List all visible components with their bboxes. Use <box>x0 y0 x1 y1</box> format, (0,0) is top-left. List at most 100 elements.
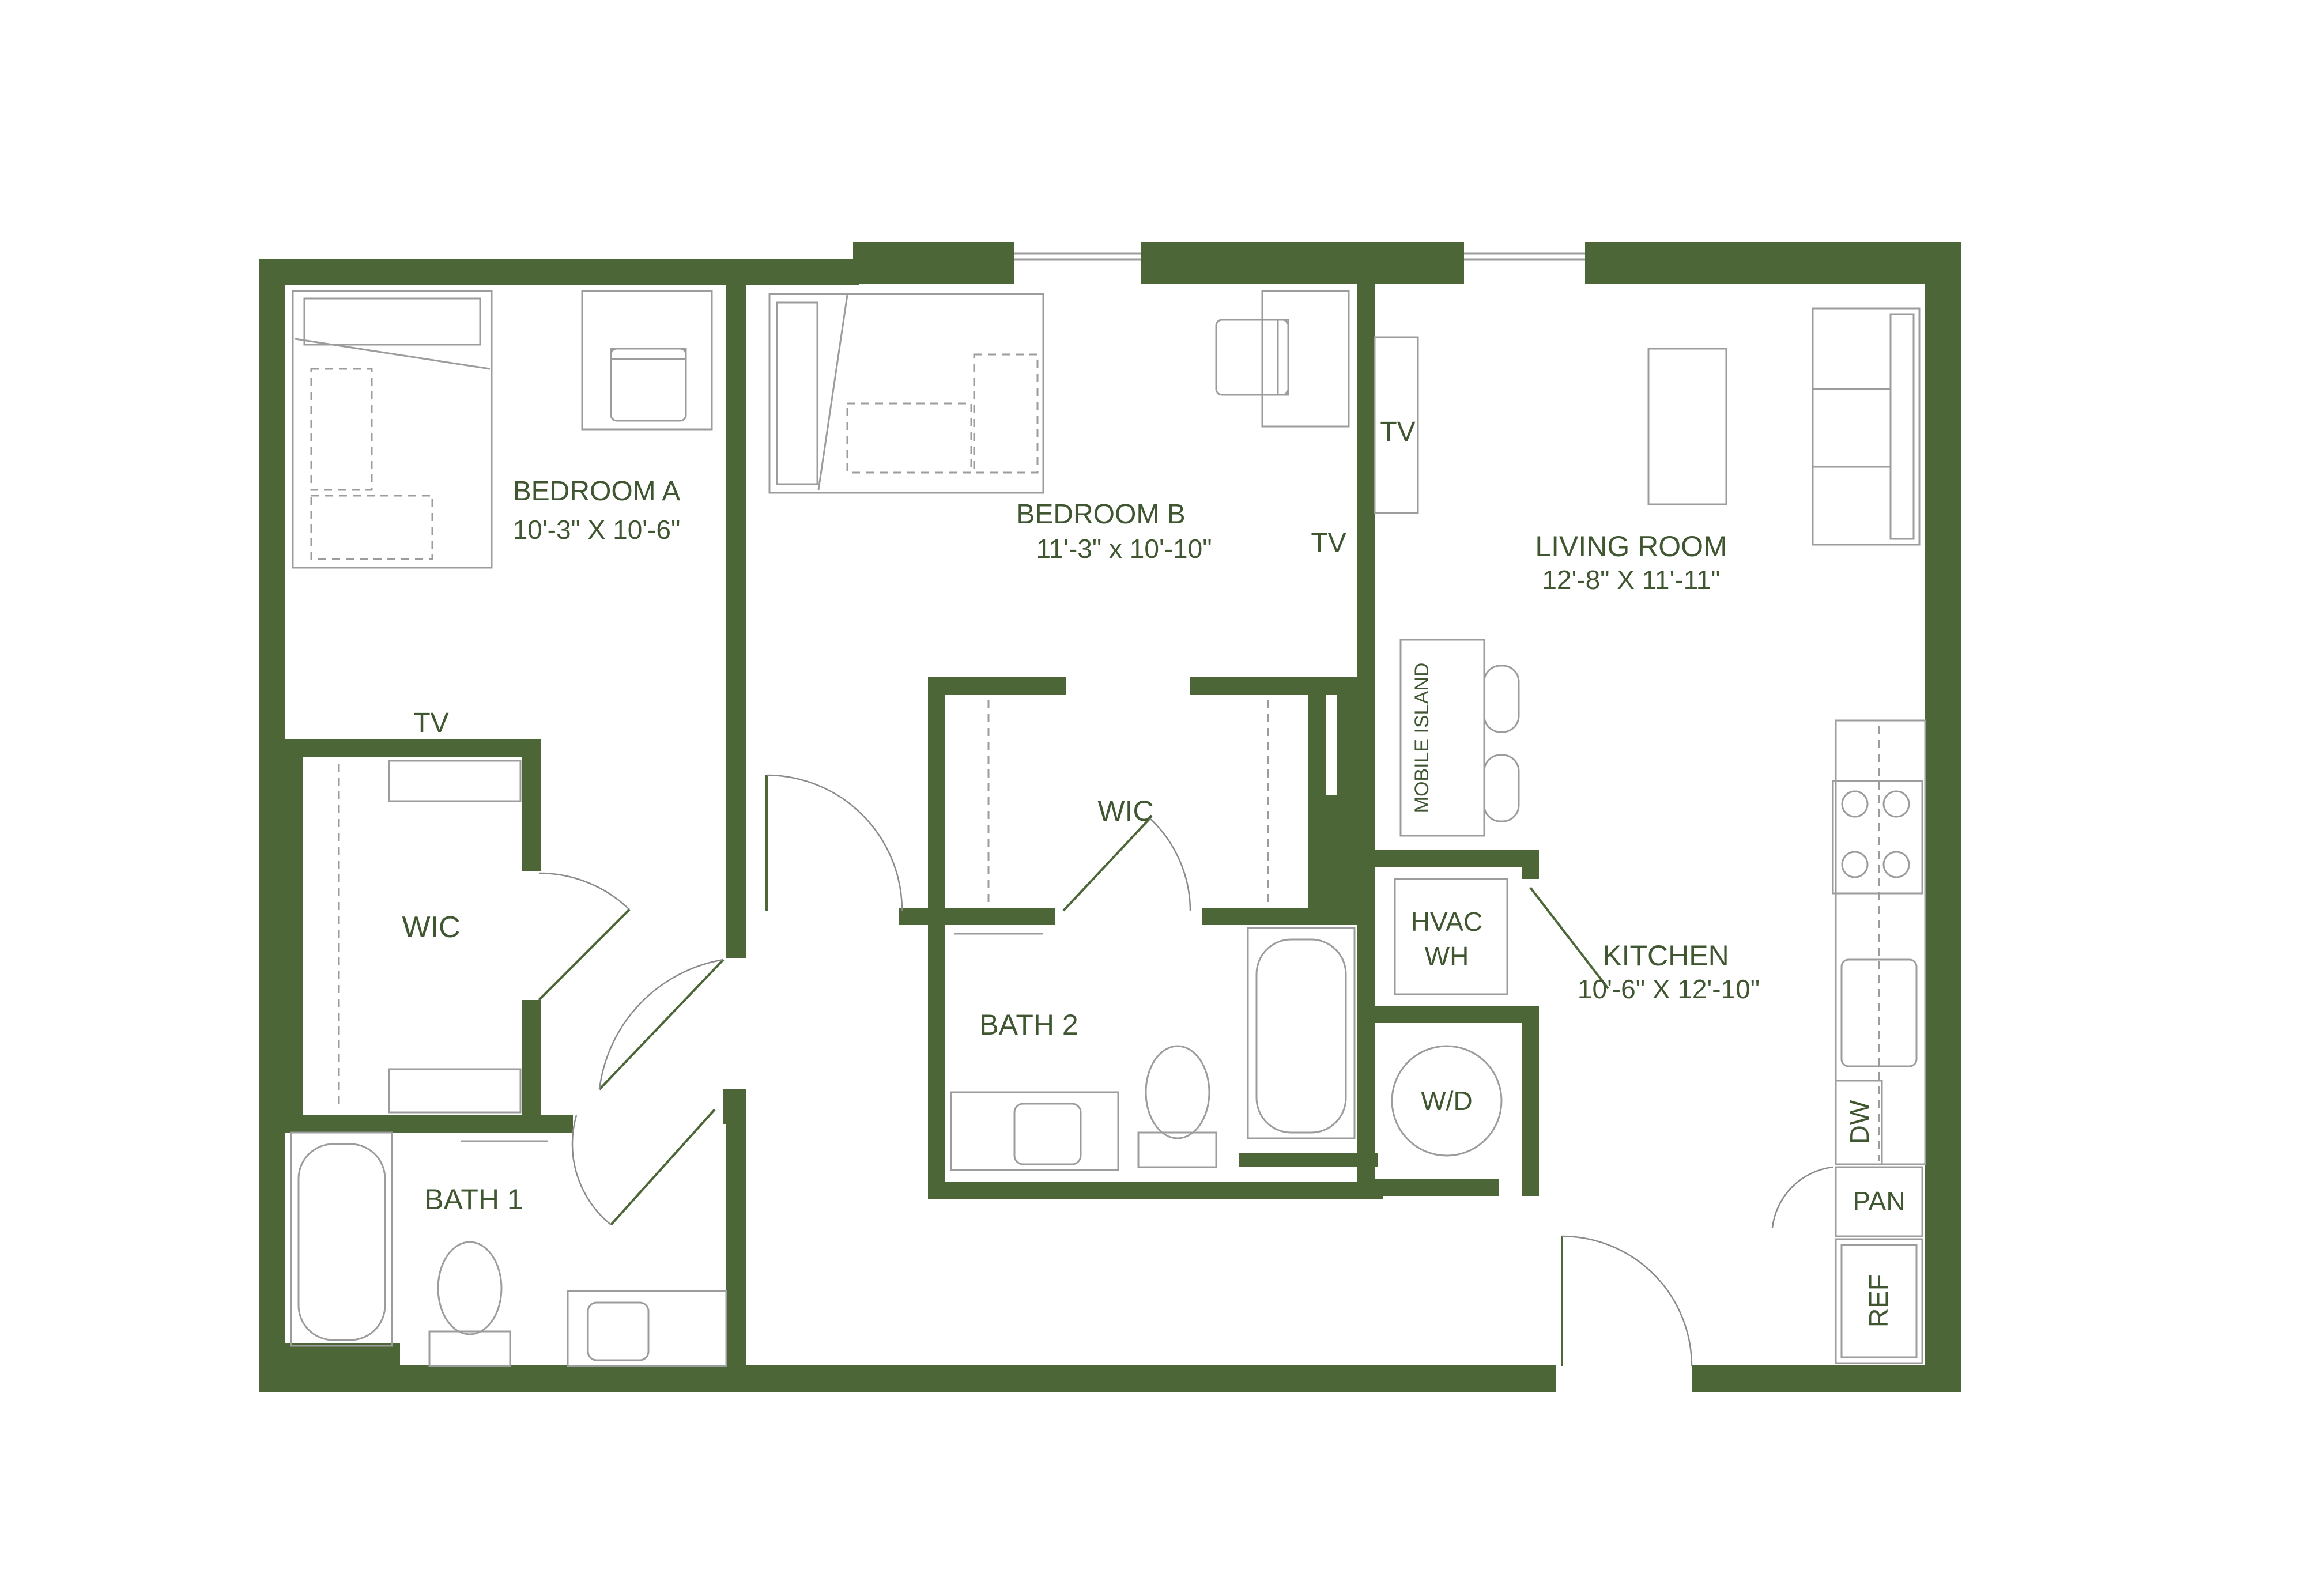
wall-wic-b-bottom-right <box>1202 908 1375 925</box>
wic-a: WIC <box>338 760 631 1114</box>
bed-outline <box>310 368 373 491</box>
bed-outline <box>973 353 1039 474</box>
blanket-fold <box>817 295 848 490</box>
sink <box>1013 1103 1082 1165</box>
burner <box>1841 851 1869 878</box>
coffee-table <box>1647 348 1727 505</box>
refrigerator <box>1835 1238 1923 1364</box>
bath-2: BATH 2 <box>950 927 1356 1171</box>
room-name: KITCHEN <box>1602 939 1729 972</box>
door-swing <box>1149 818 1191 911</box>
window-living <box>1464 242 1585 284</box>
wall-wic-b-top-left <box>928 677 1066 695</box>
window-bedroom-b <box>1014 242 1141 284</box>
door-leaf[interactable] <box>598 958 725 1090</box>
desk <box>581 290 713 431</box>
utility-closets: HVAC WH W/D <box>1391 878 1609 1157</box>
wall-wic-a-left <box>285 757 303 1133</box>
wall-bath1-right-upper <box>723 1089 746 1124</box>
blanket-fold <box>295 338 491 370</box>
wall-wic-a-right-lower <box>522 1000 541 1133</box>
mobile-island-label: MOBILE ISLAND <box>1411 663 1433 813</box>
toilet-tank <box>428 1330 511 1367</box>
bed-outline <box>846 402 972 474</box>
room-name: LIVING ROOM <box>1535 530 1727 563</box>
door-leaf[interactable] <box>538 908 631 1001</box>
room-dims: 10'-3" X 10'-6" <box>513 515 681 545</box>
range <box>1832 780 1923 895</box>
wall-bath2-bottom <box>928 1182 1383 1199</box>
door-swing <box>598 958 724 1090</box>
wall-exterior-top-mid <box>853 242 1014 284</box>
wall-bed-a-b <box>726 284 746 958</box>
toilet-tank <box>1137 1131 1217 1168</box>
wall-bath2-tub-base <box>1239 1153 1378 1167</box>
tv-label: TV <box>1380 417 1415 447</box>
wic-b: WIC <box>987 700 1269 912</box>
closet-shelf <box>388 760 522 802</box>
door-leaf[interactable] <box>1529 886 1609 990</box>
wall-exterior-top-left <box>259 259 859 285</box>
pantry-door-swing <box>1771 1166 1833 1228</box>
kitchen: DW PAN REF KITCHEN 10'-6" X 12'-10" <box>1578 719 1926 1364</box>
bed-outline <box>310 495 433 560</box>
wall-exterior-top-right <box>1585 242 1960 284</box>
tv-label: TV <box>1311 528 1346 558</box>
sofa-back <box>1889 313 1915 540</box>
room-name: BATH 1 <box>424 1183 523 1216</box>
door-swing <box>538 872 630 910</box>
room-dims: 10'-6" X 12'-10" <box>1578 974 1760 1004</box>
room-name: BEDROOM B <box>1016 499 1185 530</box>
mobile-island <box>1399 639 1485 837</box>
wh-label: WH <box>1425 941 1469 971</box>
vanity <box>950 1091 1119 1171</box>
closet-shelf <box>388 1068 522 1114</box>
wall-exterior-right <box>1925 242 1961 1392</box>
room-name: WIC <box>1097 795 1153 827</box>
refrigerator-inner <box>1840 1244 1918 1358</box>
headboard <box>303 297 481 346</box>
wall-wic-a-top <box>285 739 541 757</box>
wall-wd-right <box>1522 1006 1539 1196</box>
desk-chair-back <box>1277 319 1289 396</box>
headboard <box>776 301 818 485</box>
bath-1: BATH 1 <box>290 958 727 1367</box>
vanity <box>567 1290 727 1367</box>
counter <box>1835 719 1926 1165</box>
sink <box>587 1301 650 1361</box>
burner <box>1841 790 1869 818</box>
desk-chair-back <box>610 348 687 360</box>
ref-label: REF <box>1863 1274 1893 1327</box>
wall-wic-b-right <box>1308 677 1375 919</box>
wall-hvac-right <box>1522 850 1539 879</box>
sofa <box>1812 307 1921 546</box>
wall-exterior-left <box>259 259 285 1392</box>
stool <box>1483 665 1520 733</box>
pantry <box>1835 1166 1923 1237</box>
room-name: WIC <box>402 911 460 944</box>
entry-door[interactable] <box>1561 1235 1693 1367</box>
wall-hvac-bottom <box>1375 1006 1539 1023</box>
door-swing <box>766 774 903 911</box>
wall-bath1-top <box>285 1115 573 1133</box>
bed <box>292 290 493 569</box>
bathtub <box>290 1131 393 1347</box>
wall-bath1-tub-edge <box>285 1343 400 1366</box>
desk <box>1261 290 1350 428</box>
wall-wic-b-left <box>928 677 945 1196</box>
wall-exterior-bottom-left <box>259 1365 1556 1392</box>
door-leaf[interactable] <box>610 1108 716 1226</box>
living-room: TV LIVING ROOM 12'-8" X 11'-11" MOBILE I… <box>1374 307 1921 837</box>
wall-bed-a-lower <box>726 1095 746 1377</box>
wall-hvac-top <box>1375 850 1539 867</box>
room-dims: 12'-8" X 11'-11" <box>1542 565 1720 595</box>
bathtub <box>1247 927 1356 1139</box>
pan-label: PAN <box>1853 1186 1905 1216</box>
wall-wic-b-bottom-left <box>899 908 1055 925</box>
wall-wd-bottom <box>1375 1179 1499 1196</box>
washer-dryer <box>1391 1045 1503 1157</box>
dw-label: DW <box>1844 1100 1874 1144</box>
wall-exterior-bottom-right <box>1692 1365 1961 1392</box>
door-leaf[interactable] <box>1062 817 1151 912</box>
